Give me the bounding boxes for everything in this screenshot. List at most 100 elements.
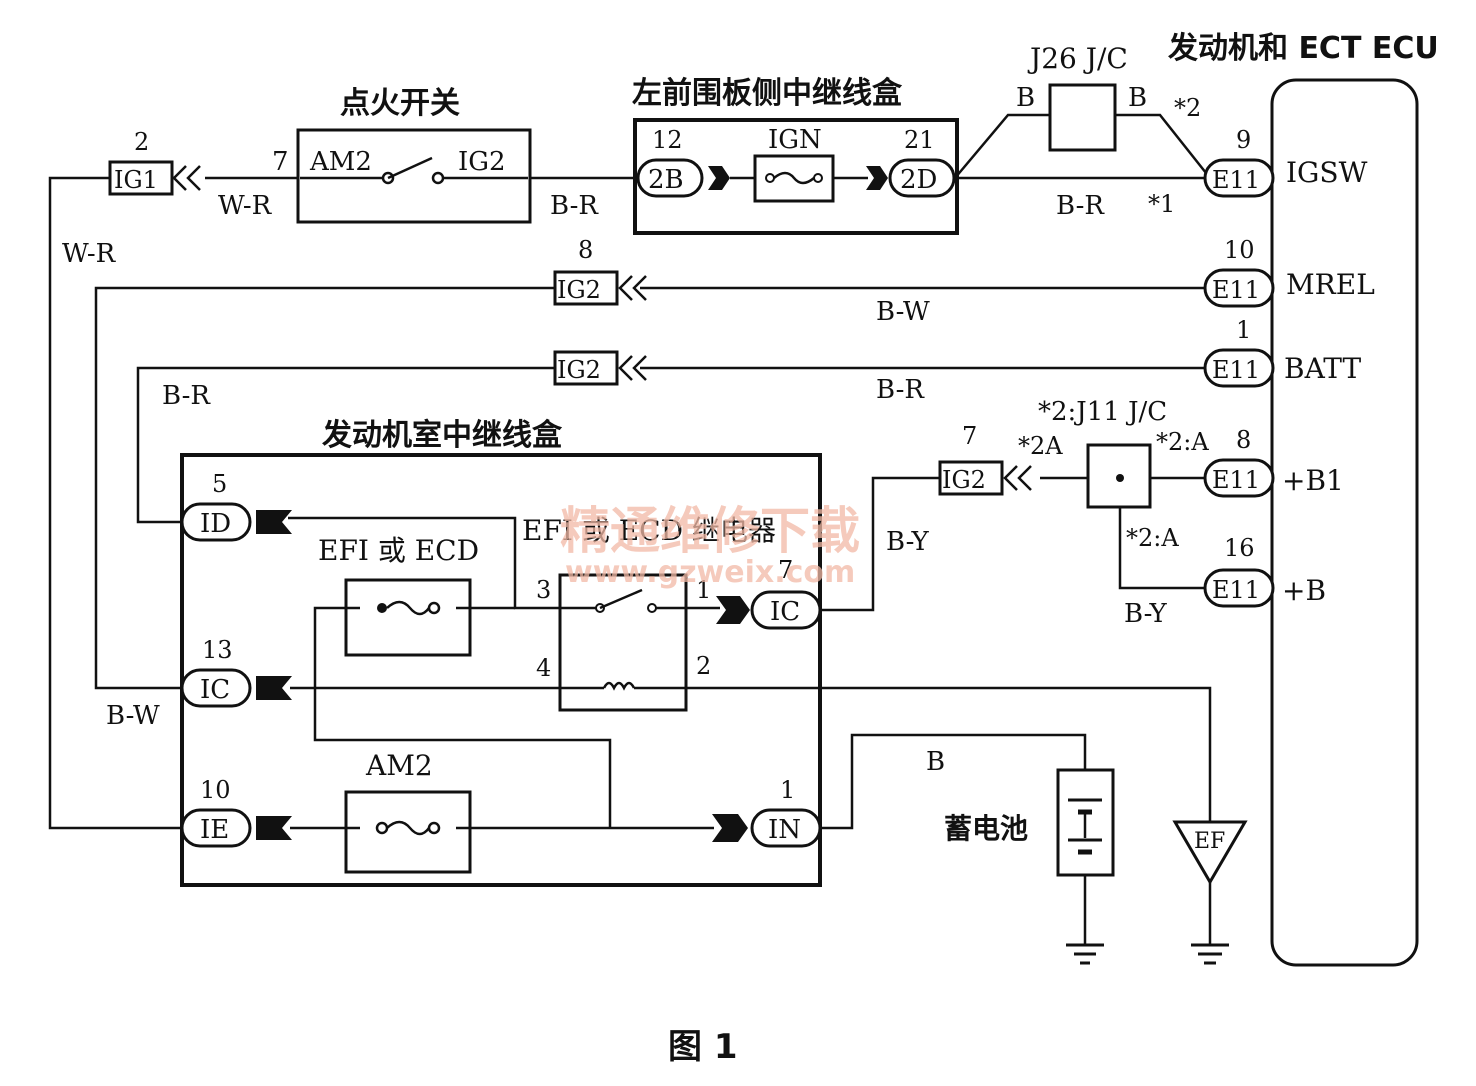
engine-room-jb-title: 发动机室中继线盒: [321, 418, 563, 453]
efi-fuse-icon: [344, 578, 472, 657]
ign-fuse-label: IGN: [768, 125, 822, 155]
note-2a-lower: *2:A: [1126, 524, 1179, 552]
ie-pin: 10: [200, 776, 231, 804]
ig1-connector: [108, 160, 174, 196]
ic7-pin: 7: [778, 556, 793, 584]
e11-pin-mrel: [1203, 268, 1275, 308]
2d-arrow-icon: [866, 166, 888, 190]
ef-ground-triangle-icon: [1172, 820, 1248, 885]
id-arrow-icon: [256, 510, 292, 534]
relay-pin-3: 3: [536, 576, 551, 604]
j26-pin-left: B: [1016, 83, 1035, 113]
ig2-mrel-pin: 8: [578, 236, 593, 264]
ig2-batt-label: IG2: [557, 356, 601, 384]
ig1-chevron-icon: [172, 165, 201, 191]
ecu-pin-5-number: 16: [1224, 534, 1255, 562]
ig2-batt-chevron-icon: [618, 355, 647, 381]
connector-ic7: [750, 590, 822, 630]
ig2-mrel-chevron-icon: [618, 275, 647, 301]
2b-arrow-icon: [708, 166, 730, 190]
e11-pin-batt: [1203, 348, 1275, 388]
ic13-pin: 13: [202, 636, 233, 664]
switch-contact-icon: [300, 156, 528, 185]
wire-wr-top: W-R: [218, 191, 273, 221]
wire-bw-left: B-W: [106, 701, 160, 731]
switch-pin: 7: [272, 147, 289, 177]
wire-by-ic: B-Y: [886, 527, 930, 557]
ecu-pin-2-number: 10: [1224, 236, 1255, 264]
ig1-pin: 2: [134, 128, 149, 156]
ecu-pin-3-number: 1: [1236, 316, 1251, 344]
j11-label: *2:J11 J/C: [1038, 397, 1167, 427]
2b-pin: 12: [652, 126, 683, 154]
ignition-switch-title: 点火开关: [340, 86, 460, 121]
ecu-pin-4-number: 8: [1236, 426, 1251, 454]
e11-pin-b1: [1203, 458, 1275, 498]
battery-icon: [1056, 768, 1115, 877]
connector-in: [750, 808, 822, 848]
note-2a-left: *2A: [1018, 432, 1063, 460]
in-label: IN: [768, 815, 801, 845]
watermark-url: www.gzweix.com: [565, 555, 855, 590]
switch-am2-label: AM2: [309, 147, 372, 177]
relay-pin-1: 1: [696, 576, 711, 604]
in-arrow-icon: [712, 814, 748, 842]
ecu-pin-4-conn: E11: [1212, 466, 1260, 494]
in-pin: 1: [780, 776, 795, 804]
ie-label: IE: [200, 815, 229, 845]
note-star2: *2: [1174, 94, 1201, 122]
ecu-pin-3-conn: E11: [1212, 356, 1260, 384]
2b-label: 2B: [648, 165, 684, 195]
wires: [48, 113, 1212, 945]
am2-fuse-icon: [344, 790, 472, 874]
ig2-mrel-label: IG2: [557, 276, 601, 304]
ig2-b1-label: IG2: [942, 466, 986, 494]
j26-pin-right: B: [1128, 83, 1147, 113]
ecu-pin-2-signal: MREL: [1286, 268, 1375, 301]
note-2a-right: *2:A: [1156, 428, 1209, 456]
ecu-title: 发动机和 ECT ECU: [1167, 31, 1439, 66]
ecu-pin-2-conn: E11: [1212, 276, 1260, 304]
switch-ig2-label: IG2: [458, 147, 506, 177]
ig2-connector-b1: [938, 460, 1004, 496]
id-label: ID: [200, 509, 231, 539]
ecu-box: [1270, 78, 1419, 967]
wire-bw-mrel: B-W: [876, 297, 930, 327]
wire-br-ecu: B-R: [1056, 191, 1105, 221]
am2-fuse-label: AM2: [365, 749, 433, 782]
connector-id: [180, 502, 252, 542]
ic13-arrow-icon: [256, 676, 292, 700]
wire-wr-left: W-R: [62, 239, 117, 269]
connector-2b: [636, 158, 704, 198]
j26-title: J26 J/C: [1027, 42, 1128, 75]
wire-by-b: B-Y: [1124, 599, 1168, 629]
ecu-pin-5-conn: E11: [1212, 576, 1260, 604]
wire-b-batt: B: [926, 747, 945, 777]
ie-arrow-icon: [256, 816, 292, 840]
efi-relay-icon: [558, 573, 688, 712]
ig2-connector-mrel: [553, 270, 619, 306]
engine-room-junction-box: [180, 453, 822, 887]
ecu-pin-1-conn: E11: [1212, 166, 1260, 194]
watermark-cn: 精通维修下载: [560, 502, 860, 560]
note-star1: *1: [1148, 190, 1175, 218]
left-cowl-junction-box: [633, 118, 959, 235]
2d-pin: 21: [904, 126, 935, 154]
ig1-label: IG1: [114, 166, 158, 194]
ig2-connector-batt: [553, 350, 619, 386]
connector-2d: [888, 158, 956, 198]
connector-ic13: [180, 668, 252, 708]
efi-relay-label: EFI 或 ECD 继电器: [522, 514, 776, 547]
ign-fuse-icon: [730, 154, 868, 203]
ignition-switch-box: [296, 128, 532, 224]
left-cowl-jb-title: 左前围板侧中继线盒: [632, 76, 903, 111]
id-pin: 5: [212, 470, 227, 498]
j26-junction-connector: [1048, 83, 1117, 152]
ecu-pin-1-signal: IGSW: [1286, 156, 1368, 189]
battery-label: 蓄电池: [944, 812, 1028, 845]
efi-fuse-label: EFI 或 ECD: [318, 534, 479, 567]
ef-label: EF: [1194, 829, 1225, 854]
ecu-pin-5-signal: +B: [1282, 574, 1326, 607]
